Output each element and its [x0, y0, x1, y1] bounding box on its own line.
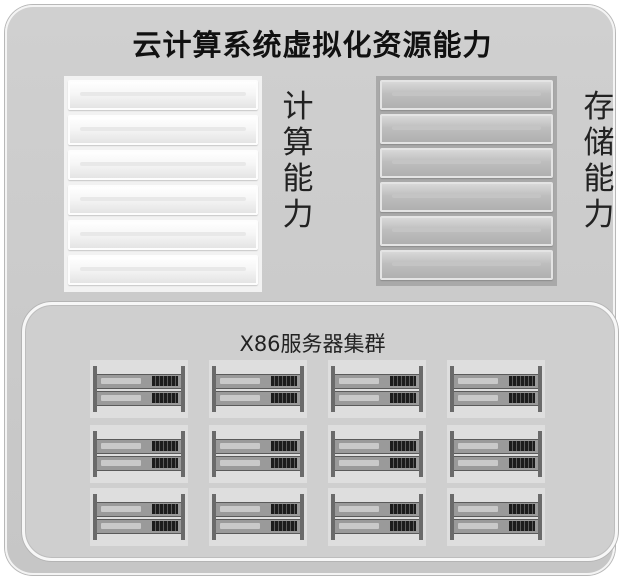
compute-capacity-label: 计 算 能 力 — [278, 89, 318, 233]
rack-handle — [181, 431, 185, 477]
compute-capacity-stack — [64, 76, 262, 292]
server-unit — [453, 502, 541, 517]
rack-handle — [181, 494, 185, 540]
cluster-title: X86服务器集群 — [239, 332, 386, 356]
rack-handle — [300, 366, 304, 412]
server-unit — [453, 456, 541, 471]
server-unit — [334, 502, 422, 517]
rack-handle — [93, 494, 97, 540]
compute-slot — [68, 220, 258, 250]
storage-slot — [380, 216, 553, 246]
storage-label-char: 能 — [583, 161, 615, 197]
rack-handle — [419, 494, 423, 540]
server-unit — [215, 439, 303, 454]
rack-server — [328, 360, 426, 418]
rack-handle — [538, 431, 542, 477]
rack-handle — [419, 431, 423, 477]
compute-label-char: 力 — [282, 197, 314, 233]
server-unit — [215, 519, 303, 534]
rack-handle — [450, 494, 454, 540]
server-unit — [334, 456, 422, 471]
server-unit — [215, 502, 303, 517]
storage-slot — [380, 80, 553, 110]
compute-slot — [68, 80, 258, 110]
server-unit — [334, 519, 422, 534]
storage-label-char: 力 — [583, 197, 615, 233]
rack-handle — [331, 431, 335, 477]
storage-slot — [380, 250, 553, 280]
rack-handle — [538, 494, 542, 540]
rack-handle — [93, 366, 97, 412]
server-unit — [215, 456, 303, 471]
server-unit — [334, 391, 422, 406]
storage-label-char: 存 — [583, 89, 615, 125]
rack-handle — [450, 431, 454, 477]
rack-handle — [331, 366, 335, 412]
rack-server — [90, 360, 188, 418]
compute-slot — [68, 255, 258, 285]
rack-handle — [331, 494, 335, 540]
rack-server — [447, 425, 545, 483]
storage-slot — [380, 182, 553, 212]
rack-server — [209, 360, 307, 418]
server-unit — [96, 374, 184, 389]
storage-capacity-stack — [376, 76, 557, 286]
rack-handle — [300, 494, 304, 540]
server-unit — [96, 456, 184, 471]
rack-handle — [181, 366, 185, 412]
server-unit — [96, 391, 184, 406]
storage-slot — [380, 148, 553, 178]
server-unit — [215, 391, 303, 406]
compute-label-char: 算 — [282, 125, 314, 161]
compute-slot — [68, 150, 258, 180]
server-unit — [96, 519, 184, 534]
rack-server — [209, 488, 307, 546]
rack-server — [90, 425, 188, 483]
rack-server — [328, 425, 426, 483]
server-unit — [453, 439, 541, 454]
compute-label-char: 能 — [282, 161, 314, 197]
rack-server — [209, 425, 307, 483]
rack-handle — [212, 366, 216, 412]
server-unit — [453, 391, 541, 406]
rack-handle — [450, 366, 454, 412]
server-unit — [96, 439, 184, 454]
compute-label-char: 计 — [282, 89, 314, 125]
rack-server — [328, 488, 426, 546]
rack-handle — [212, 494, 216, 540]
rack-handle — [93, 431, 97, 477]
rack-handle — [419, 366, 423, 412]
rack-server — [447, 360, 545, 418]
compute-slot — [68, 185, 258, 215]
server-unit — [453, 374, 541, 389]
storage-capacity-label: 存 储 能 力 — [579, 89, 619, 233]
rack-handle — [538, 366, 542, 412]
rack-server — [447, 488, 545, 546]
storage-slot — [380, 114, 553, 144]
compute-slot — [68, 115, 258, 145]
diagram-title: 云计算系统虚拟化资源能力 — [132, 28, 493, 62]
server-unit — [334, 439, 422, 454]
server-unit — [96, 502, 184, 517]
server-unit — [334, 374, 422, 389]
storage-label-char: 储 — [583, 125, 615, 161]
server-unit — [215, 374, 303, 389]
rack-handle — [300, 431, 304, 477]
rack-server — [90, 488, 188, 546]
rack-handle — [212, 431, 216, 477]
server-unit — [453, 519, 541, 534]
